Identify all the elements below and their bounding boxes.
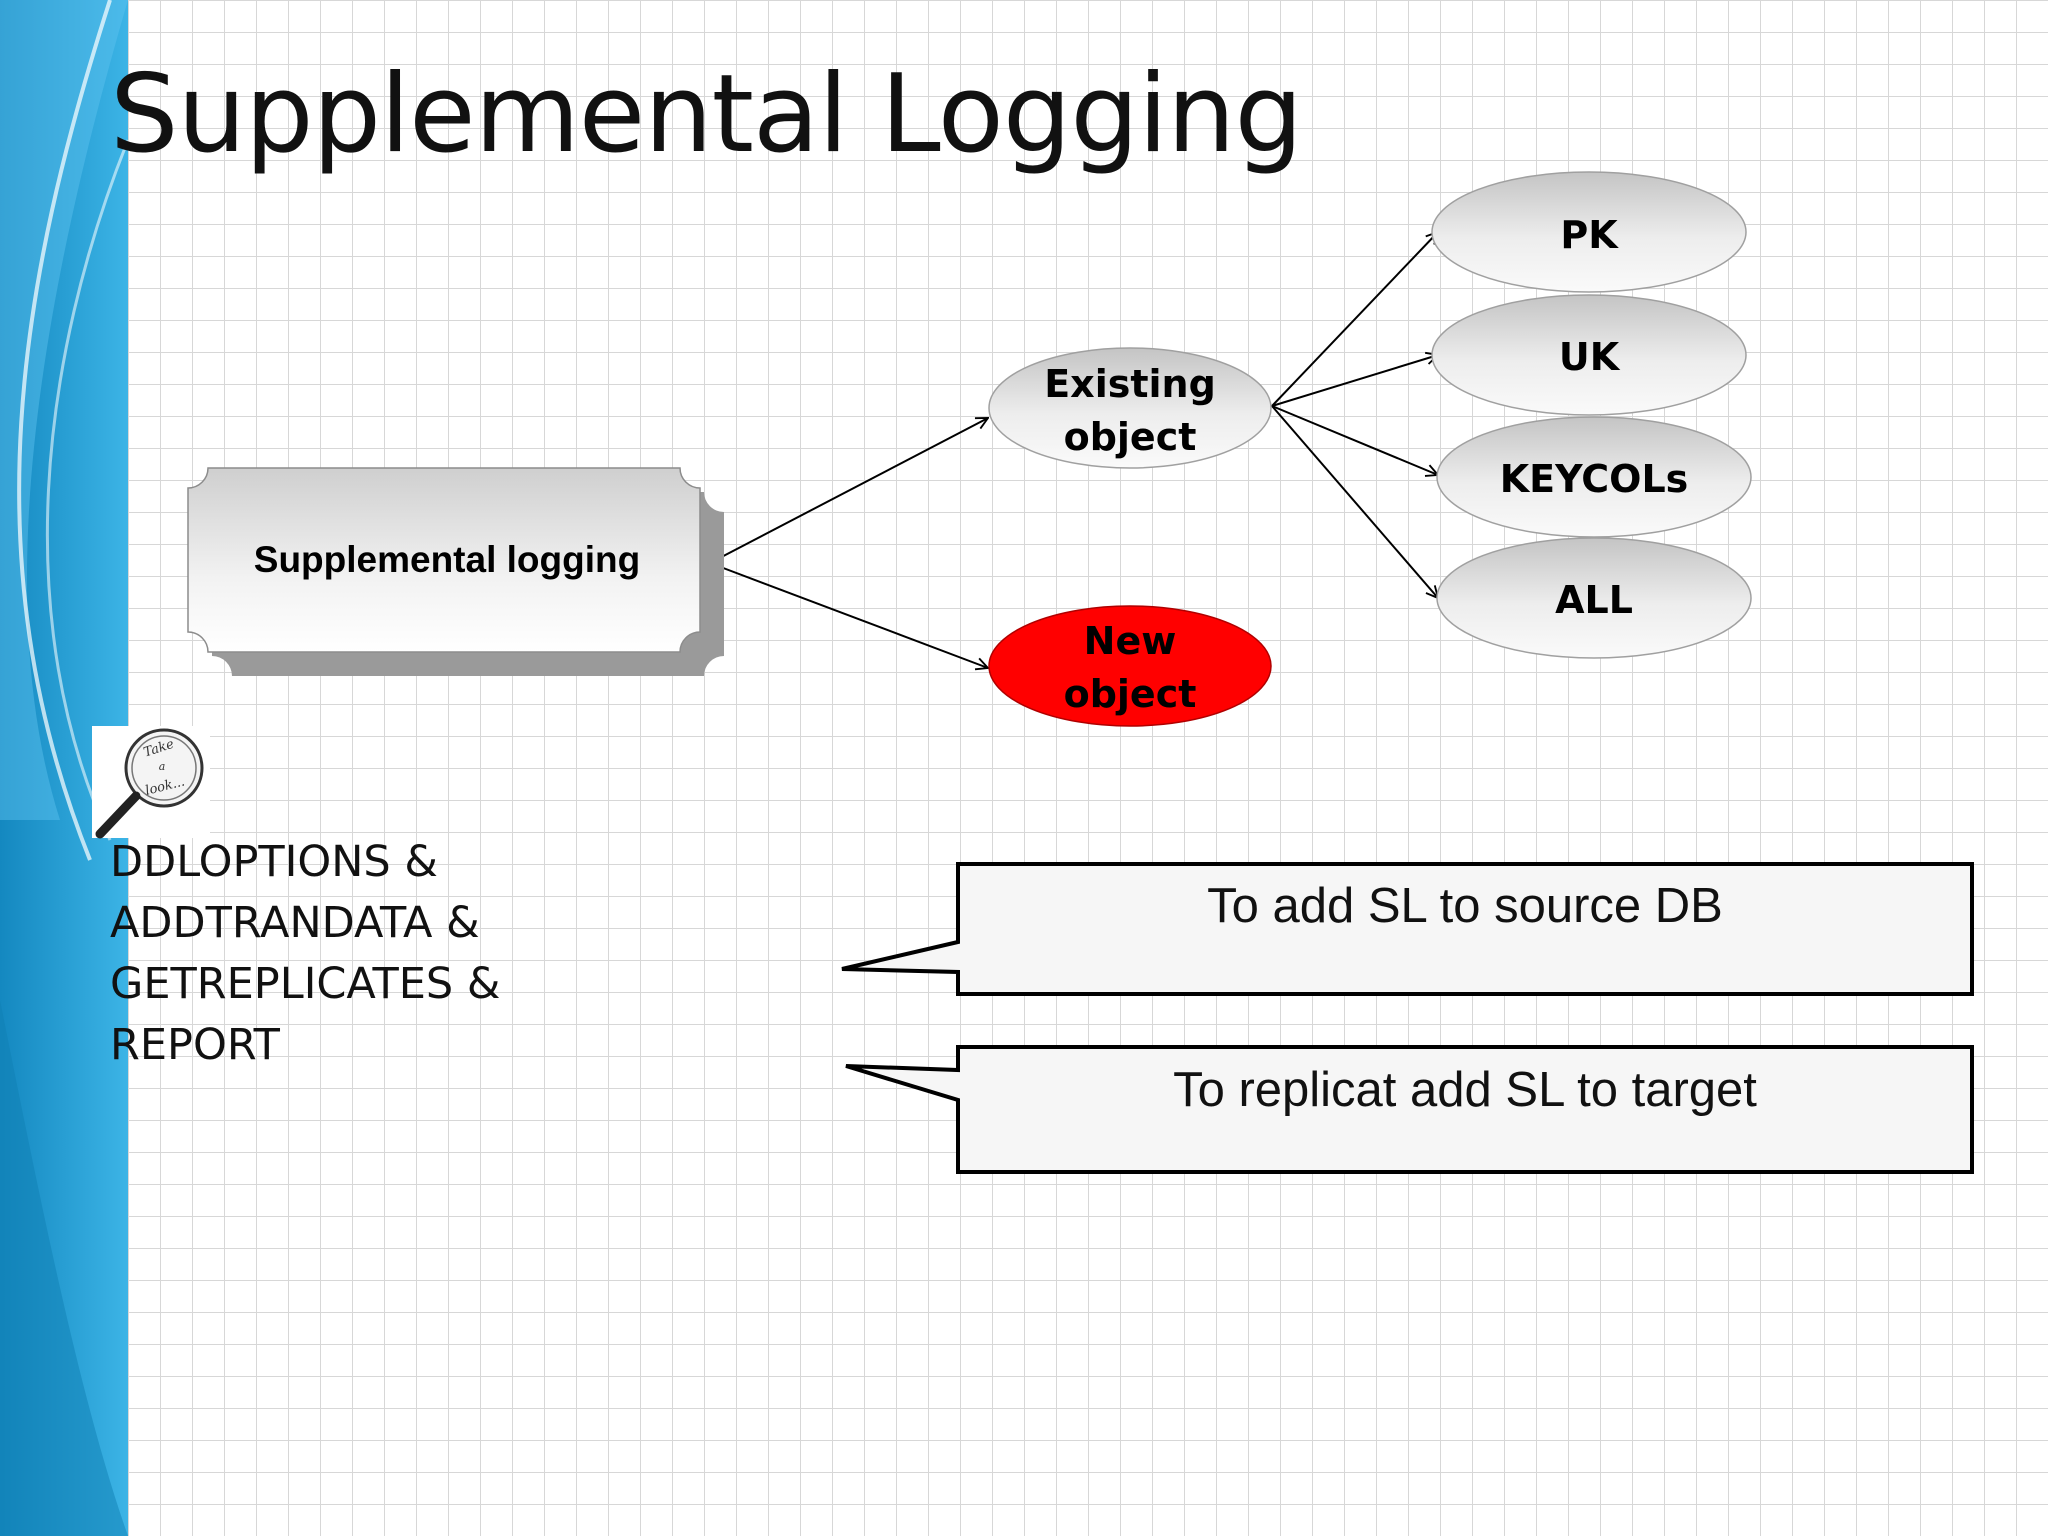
new-object-line1: New <box>1084 619 1177 663</box>
key-type-label-all: ALL <box>1555 578 1633 622</box>
key-type-oval-keycols: KEYCOLs <box>1436 416 1752 538</box>
callout-source-db: To add SL to source DB <box>841 862 1974 996</box>
body-line: GETREPLICATES & <box>110 959 501 1009</box>
existing-object-oval: Existing object <box>988 347 1272 469</box>
arrow-root-to-new <box>709 562 988 668</box>
key-type-oval-pk: PK <box>1431 171 1747 293</box>
new-object-fill <box>988 605 1272 727</box>
svg-text:a: a <box>159 760 166 773</box>
key-type-oval-all: ALL <box>1436 537 1752 659</box>
arrow-existing-to-pk <box>1271 232 1438 407</box>
diagram-connectors <box>709 232 1438 668</box>
body-line: DDLOPTIONS & <box>110 837 438 887</box>
key-type-oval-uk: UK <box>1431 294 1747 416</box>
take-a-look-magnifier-icon: Take a look... <box>92 726 210 839</box>
callout-source-db-text: To add SL to source DB <box>1207 879 1723 933</box>
arrow-existing-to-uk <box>1271 355 1438 407</box>
existing-object-line1: Existing <box>1044 362 1216 406</box>
body-line: REPORT <box>110 1020 280 1070</box>
arrow-existing-to-keycols <box>1271 405 1438 475</box>
arrow-existing-to-all <box>1271 405 1438 598</box>
key-type-label-pk: PK <box>1560 213 1619 257</box>
supplemental-logging-box: Supplemental logging <box>187 467 724 676</box>
new-object-line2: object <box>1064 672 1197 716</box>
slide-title: Supplemental Logging <box>110 52 1303 177</box>
callout-target: To replicat add SL to target <box>845 1045 1974 1174</box>
new-object-oval: New object <box>988 605 1272 727</box>
existing-object-line2: object <box>1064 415 1197 459</box>
arrow-root-to-existing <box>709 418 988 564</box>
key-type-label-keycols: KEYCOLs <box>1500 457 1689 501</box>
key-type-label-uk: UK <box>1559 335 1621 379</box>
body-line: ADDTRANDATA & <box>110 898 480 948</box>
body-text-block: DDLOPTIONS & ADDTRANDATA & GETREPLICATES… <box>110 832 530 1076</box>
callout-target-text: To replicat add SL to target <box>1173 1063 1757 1117</box>
root-label: Supplemental logging <box>254 539 640 580</box>
